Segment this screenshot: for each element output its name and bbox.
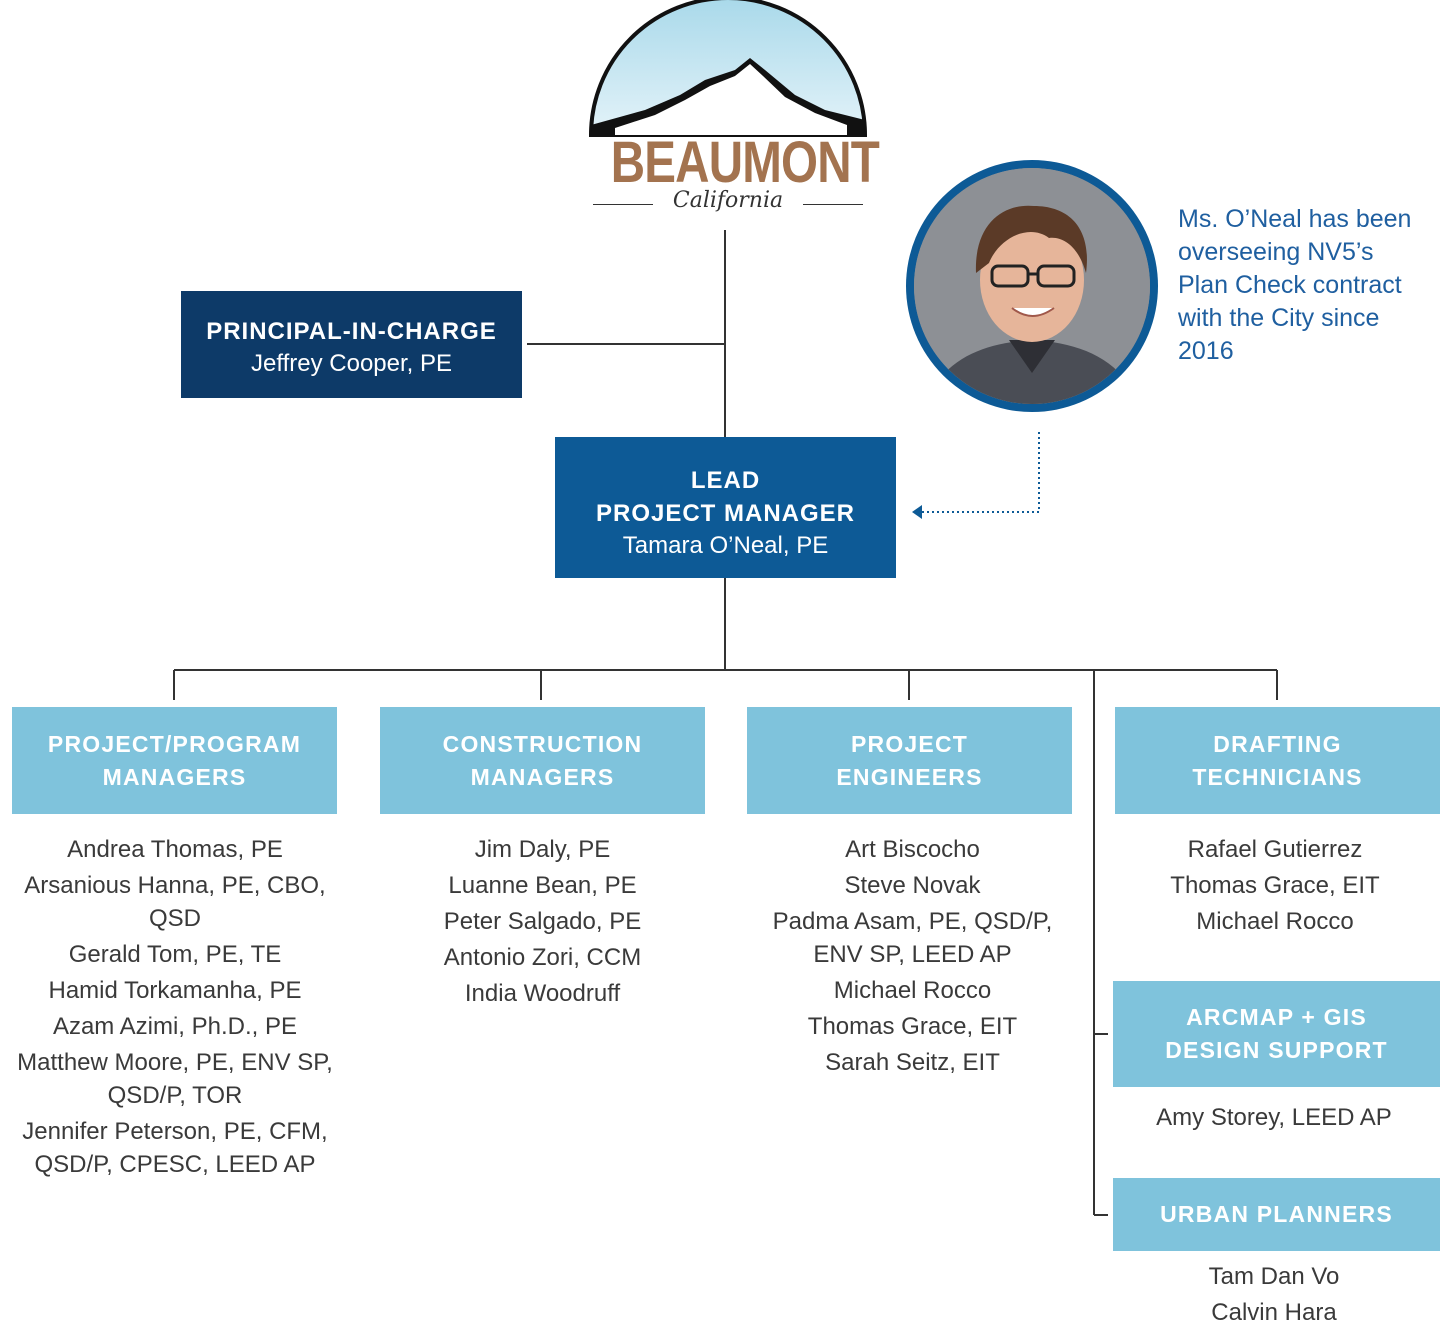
- profile-photo: [906, 160, 1158, 412]
- list-item: Michael Rocco: [833, 977, 992, 1004]
- lead-title-line1: LEAD: [690, 467, 761, 494]
- list-item: Hamid Torkamanha, PE: [48, 977, 302, 1004]
- list-item: Michael Rocco: [1196, 908, 1354, 935]
- logo-subtitle: California: [672, 188, 784, 213]
- list-item: Art Biscocho: [845, 836, 980, 863]
- list-item: Jennifer Peterson, PE, CFM, QSD/P, CPESC…: [22, 1118, 328, 1178]
- list-item: Arsanious Hanna, PE, CBO, QSD: [24, 872, 326, 932]
- list-item: Jim Daly, PE: [474, 836, 611, 863]
- list-item: Amy Storey, LEED AP: [1156, 1104, 1392, 1131]
- principal-name: Jeffrey Cooper, PE: [251, 350, 452, 377]
- urban-planners-list: Tam Dan Vo Calvin Hara: [1113, 1260, 1435, 1332]
- construction-managers-list: Jim Daly, PE Luanne Bean, PE Peter Salga…: [380, 833, 705, 1013]
- list-item: Calvin Hara: [1211, 1299, 1337, 1326]
- program-managers-list: Andrea Thomas, PE Arsanious Hanna, PE, C…: [5, 833, 345, 1184]
- drafting-technicians-list: Rafael Gutierrez Thomas Grace, EIT Micha…: [1115, 833, 1435, 941]
- portrait-image: [914, 168, 1150, 404]
- list-item: Thomas Grace, EIT: [1170, 872, 1380, 899]
- list-item: Luanne Bean, PE: [448, 872, 637, 899]
- list-item: Steve Novak: [844, 872, 981, 899]
- lead-title-line2: PROJECT MANAGER: [595, 500, 856, 527]
- lead-project-manager-box: LEAD PROJECT MANAGER Tamara O’Neal, PE: [555, 437, 896, 578]
- beaumont-logo: BEAUMONT California: [585, 0, 880, 228]
- list-item: Sarah Seitz, EIT: [825, 1049, 1000, 1076]
- list-item: Padma Asam, PE, QSD/P, ENV SP, LEED AP: [772, 908, 1053, 968]
- arcmap-gis-list: Amy Storey, LEED AP: [1113, 1101, 1435, 1137]
- callout-note: Ms. O’Neal has been overseeing NV5’s Pla…: [1178, 205, 1412, 365]
- lead-name: Tamara O’Neal, PE: [622, 532, 829, 559]
- dept-header-urban-planners: URBAN PLANNERS: [1113, 1178, 1440, 1251]
- list-item: Azam Azimi, Ph.D., PE: [52, 1013, 298, 1040]
- list-item: Peter Salgado, PE: [443, 908, 642, 935]
- list-item: Rafael Gutierrez: [1187, 836, 1363, 863]
- list-item: Tam Dan Vo: [1208, 1263, 1340, 1290]
- list-item: Matthew Moore, PE, ENV SP, QSD/P, TOR: [17, 1049, 333, 1109]
- list-item: India Woodruff: [464, 980, 621, 1007]
- mountain-emblem: [588, 0, 868, 137]
- principal-in-charge-box: PRINCIPAL-IN-CHARGE Jeffrey Cooper, PE: [181, 291, 522, 398]
- project-engineers-list: Art Biscocho Steve Novak Padma Asam, PE,…: [755, 833, 1070, 1082]
- list-item: Thomas Grace, EIT: [807, 1013, 1018, 1040]
- arrow-head: [912, 505, 922, 519]
- list-item: Antonio Zori, CCM: [443, 944, 642, 971]
- list-item: Gerald Tom, PE, TE: [68, 941, 282, 968]
- list-item: Andrea Thomas, PE: [67, 836, 283, 863]
- logo-wordmark: BEAUMONT: [610, 130, 880, 195]
- logo-rule-right: [803, 204, 863, 205]
- logo-rule-left: [593, 204, 653, 205]
- principal-title: PRINCIPAL-IN-CHARGE: [206, 318, 497, 345]
